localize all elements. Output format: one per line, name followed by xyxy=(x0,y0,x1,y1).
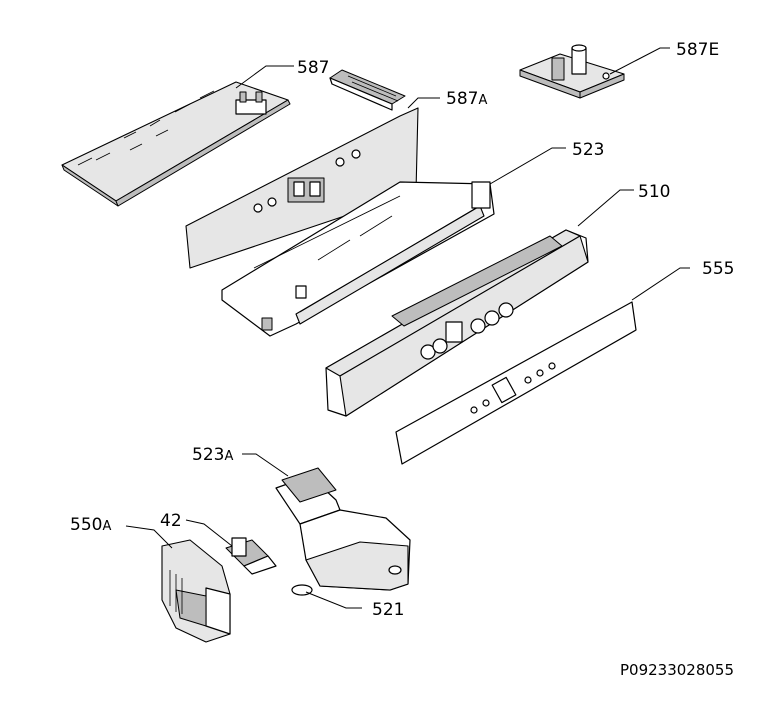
label-521: 521 xyxy=(372,600,404,620)
label-523a: 523A xyxy=(192,445,233,465)
label-510: 510 xyxy=(638,182,670,202)
part-labels: 587 587A 587E 523 510 555 523A 550A 42 5… xyxy=(70,40,734,620)
label-587: 587 xyxy=(297,58,329,78)
label-42: 42 xyxy=(160,511,182,531)
label-587a: 587A xyxy=(446,89,487,109)
leader-lines xyxy=(125,47,690,609)
part-587e-small-board xyxy=(519,44,625,99)
part-523a-end-cap xyxy=(275,467,411,591)
part-587a-panel xyxy=(185,69,419,269)
drawing-code: P09233028055 xyxy=(620,661,734,679)
part-42-switch xyxy=(225,537,277,575)
label-587e: 587E xyxy=(676,40,719,60)
part-555-front-foil xyxy=(395,301,637,465)
part-523-frame xyxy=(221,181,495,337)
label-523: 523 xyxy=(572,140,604,160)
part-510-control-panel xyxy=(325,229,589,417)
label-550a: 550A xyxy=(70,515,111,535)
part-550a-side-cap xyxy=(161,539,231,643)
part-587-circuit-board xyxy=(61,81,291,207)
label-555: 555 xyxy=(702,259,734,279)
